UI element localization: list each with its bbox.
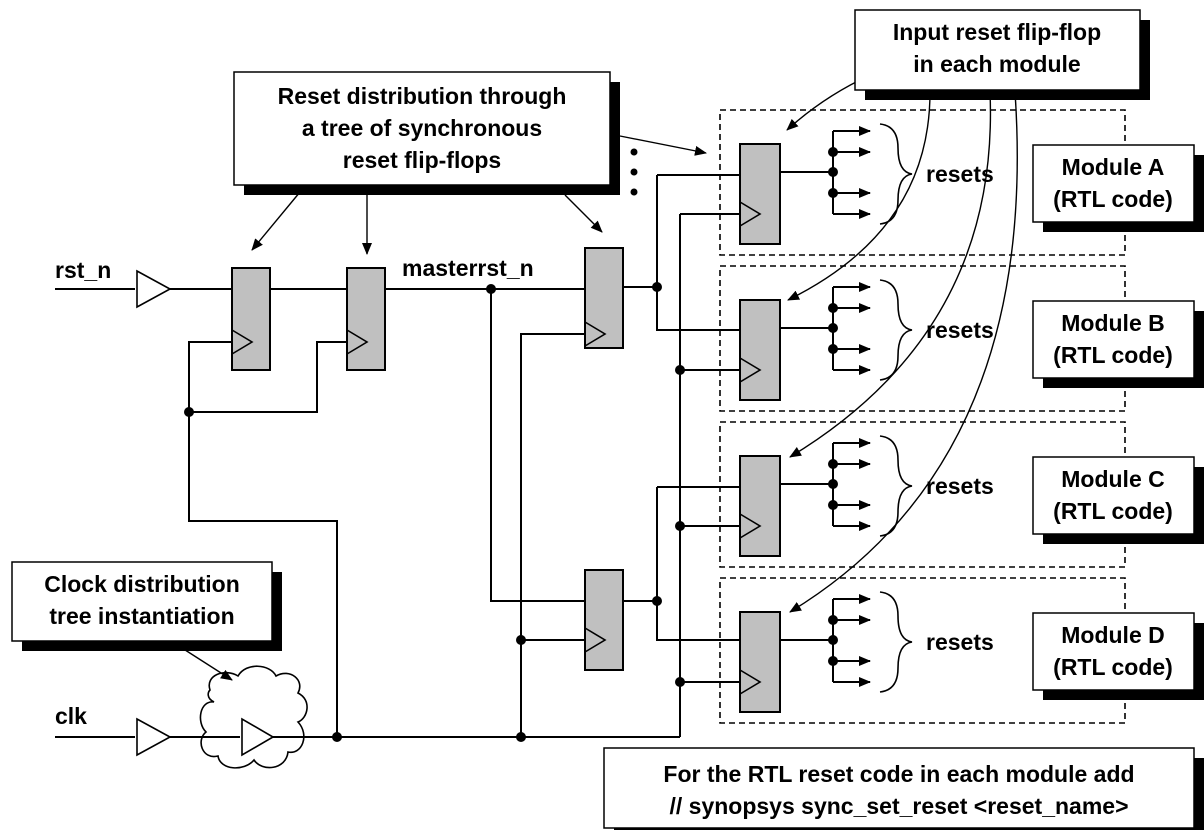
clock-tree-line-2: tree instantiation [49, 603, 234, 629]
module-a-name: Module A [1062, 154, 1165, 180]
module-d-reset-ff [739, 591, 913, 713]
clock-tree-callout: Clock distribution tree instantiation [11, 561, 282, 651]
module-c-name: Module C [1061, 466, 1165, 492]
module-b-name: Module B [1061, 310, 1165, 336]
clock-tree-line-1: Clock distribution [44, 571, 240, 597]
resets-label-b: resets [926, 317, 994, 343]
clock-tree-cloud [199, 665, 308, 769]
reset-ff-stage3-top [584, 247, 624, 349]
module-c-sub: (RTL code) [1053, 498, 1173, 524]
clk-input-buffer [136, 717, 172, 757]
resets-label-d: resets [926, 629, 994, 655]
synopsys-directive-callout: For the RTL reset code in each module ad… [603, 747, 1204, 830]
module-a-label-box: Module A (RTL code) [1032, 144, 1204, 232]
reset-tree-line-2: a tree of synchronous [302, 115, 542, 141]
reset-tree-line-3: reset flip-flops [343, 147, 501, 173]
module-b-sub: (RTL code) [1053, 342, 1173, 368]
module-a-reset-ff [739, 123, 913, 245]
reset-tree-callout: Reset distribution through a tree of syn… [233, 71, 620, 195]
reset-tree-line-1: Reset distribution through [278, 83, 567, 109]
module-a-boundary [719, 109, 1126, 256]
module-b-boundary [719, 265, 1126, 412]
module-c-boundary [719, 421, 1126, 568]
module-d-label-box: Module D (RTL code) [1032, 612, 1204, 700]
reset-ff-stage2 [346, 267, 386, 371]
reset-ff-stage1 [231, 267, 271, 371]
module-d-name: Module D [1061, 622, 1165, 648]
synopsys-line-1: For the RTL reset code in each module ad… [663, 761, 1134, 787]
module-d-boundary [719, 577, 1126, 724]
module-d-sub: (RTL code) [1053, 654, 1173, 680]
resets-label-c: resets [926, 473, 994, 499]
resets-label-a: resets [926, 161, 994, 187]
rst-n-label: rst_n [55, 257, 111, 283]
module-b-reset-ff [739, 279, 913, 401]
module-c-reset-ff [739, 435, 913, 557]
masterrst-n-label: masterrst_n [402, 255, 534, 281]
clk-label: clk [55, 703, 87, 729]
synopsys-line-2: // synopsys sync_set_reset <reset_name> [669, 793, 1128, 819]
input-ff-line-2: in each module [913, 51, 1080, 77]
rst-input-buffer [136, 269, 172, 309]
module-b-label-box: Module B (RTL code) [1032, 300, 1204, 388]
module-a-sub: (RTL code) [1053, 186, 1173, 212]
module-c-label-box: Module C (RTL code) [1032, 456, 1204, 544]
clock-tree-buffer [241, 717, 275, 757]
input-ff-callout: Input reset flip-flop in each module [854, 9, 1150, 100]
input-ff-line-1: Input reset flip-flop [893, 19, 1101, 45]
reset-ff-stage3-bottom [584, 569, 624, 671]
